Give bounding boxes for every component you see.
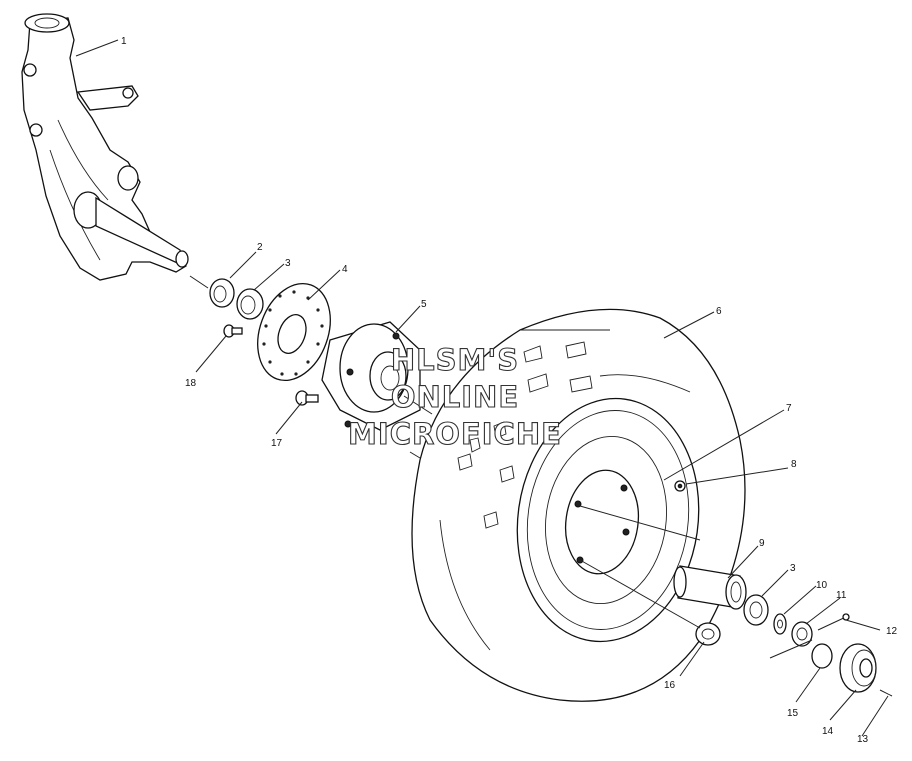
callout-2: 2 <box>257 242 263 253</box>
hub-cap <box>839 643 877 693</box>
callout-13: 13 <box>857 734 869 745</box>
o-ring <box>811 643 833 669</box>
watermark-line-3: MICROFICHE <box>348 417 562 451</box>
callout-12: 12 <box>886 626 898 637</box>
watermark-line-2: ONLINE <box>391 380 519 414</box>
callout-11: 11 <box>836 590 847 601</box>
callout-14: 14 <box>822 726 834 737</box>
disc-bolt-18 <box>223 324 243 338</box>
steering-knuckle <box>21 13 189 281</box>
cap-screw <box>879 689 893 697</box>
bearing-inner <box>236 288 264 320</box>
seal-inner <box>209 278 235 308</box>
leader-lines <box>75 39 889 737</box>
callout-9: 9 <box>759 538 765 549</box>
callout-15: 15 <box>787 708 799 719</box>
callout-16: 16 <box>664 680 676 691</box>
callout-18: 18 <box>185 378 197 389</box>
spacer-tube <box>673 565 747 610</box>
callout-17: 17 <box>271 438 283 449</box>
lug-nut <box>695 622 721 646</box>
callout-labels: 1 2 3 4 5 6 7 8 9 3 10 11 12 13 14 15 16… <box>121 36 898 745</box>
callout-3b: 3 <box>790 563 796 574</box>
bearing-outer <box>743 594 769 626</box>
wheel-rim <box>516 397 700 643</box>
watermark-line-1: HLSM'S <box>391 343 519 377</box>
watermark: HLSM'S ONLINE MICROFICHE <box>348 342 562 451</box>
castle-nut <box>791 621 813 647</box>
cotter-pin <box>817 613 850 631</box>
callout-4: 4 <box>342 264 348 275</box>
valve-stem <box>674 480 686 492</box>
callout-1: 1 <box>121 36 127 47</box>
wheel-hub <box>321 321 433 459</box>
callout-3: 3 <box>285 258 291 269</box>
callout-10: 10 <box>816 580 828 591</box>
callout-8: 8 <box>791 459 797 470</box>
washer <box>773 613 787 635</box>
hub-bolt-17 <box>295 390 319 406</box>
callout-6: 6 <box>716 306 722 317</box>
brake-disc <box>257 282 331 382</box>
callout-7: 7 <box>786 403 792 414</box>
callout-5: 5 <box>421 299 427 310</box>
